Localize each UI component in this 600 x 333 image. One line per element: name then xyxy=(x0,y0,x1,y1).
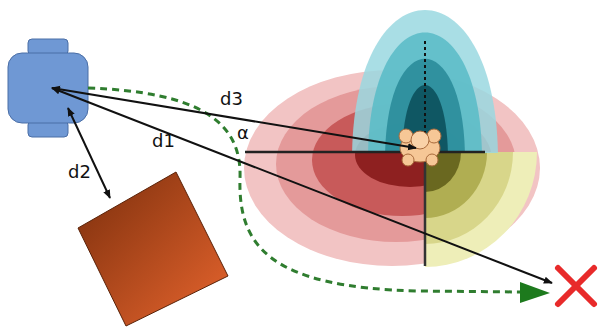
distance-arrow xyxy=(52,88,552,283)
goal-mark xyxy=(558,268,594,304)
robot-icon xyxy=(8,39,88,137)
planned-path xyxy=(88,88,522,292)
distance-label: d2 xyxy=(68,163,91,181)
distance-arrow xyxy=(68,108,110,198)
front-zone xyxy=(352,10,498,153)
obstacle-box xyxy=(78,172,228,326)
distance-label: d3 xyxy=(220,90,243,108)
person-icon xyxy=(399,129,441,166)
distance-label: d1 xyxy=(152,132,175,150)
side-zone xyxy=(425,152,537,267)
distance-arrow xyxy=(52,88,416,148)
path-arrowhead xyxy=(520,282,550,303)
angle-label: α xyxy=(237,124,249,142)
